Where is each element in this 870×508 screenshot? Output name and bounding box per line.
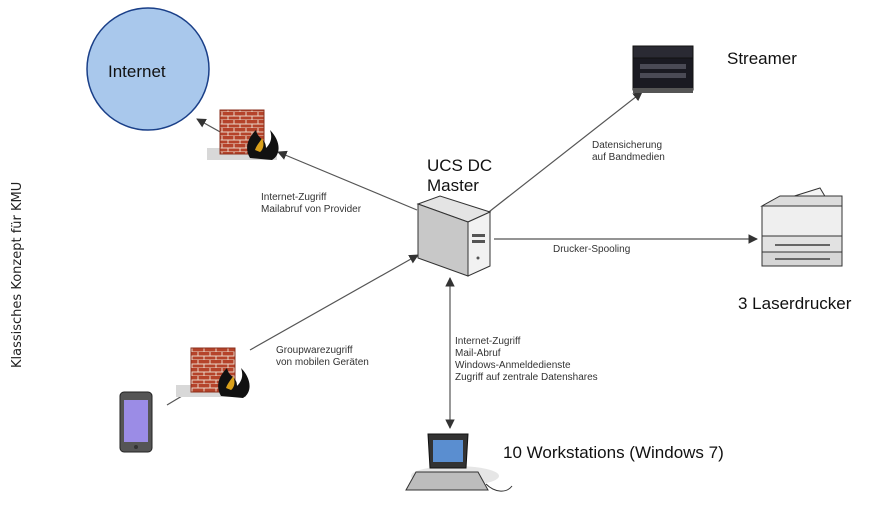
edge-server-firewall: [277, 150, 418, 211]
printers-label: 3 Laserdrucker: [738, 294, 852, 313]
firewall-icon-bottom: [176, 347, 250, 398]
printer-icon: [760, 187, 843, 267]
edge-label-mobile-line2: von mobilen Geräten: [276, 357, 369, 368]
edge-label-workstations-line4: Zugriff auf zentrale Datenshares: [455, 372, 598, 383]
server-icon: [416, 195, 492, 277]
phone-icon: [119, 391, 153, 453]
edge-label-mobile-line1: Groupwarezugriff: [276, 345, 353, 356]
workstations-label: 10 Workstations (Windows 7): [503, 443, 724, 462]
edge-label-workstations-line3: Windows-Anmeldedienste: [455, 360, 571, 371]
edge-label-workstations: Internet-Zugriff Mail-Abruf Windows-Anme…: [455, 336, 598, 384]
edge-label-internet-line2: Mailabruf von Provider: [261, 204, 362, 215]
edge-label-internet: Internet-Zugriff Mailabruf von Provider: [261, 192, 361, 216]
edge-label-streamer-line2: auf Bandmedien: [592, 152, 665, 163]
edge-label-mobile: Groupwarezugriff von mobilen Geräten: [276, 345, 369, 369]
server-label-line2: Master: [427, 176, 479, 195]
edge-label-streamer: Datensicherung auf Bandmedien: [592, 140, 665, 164]
edge-server-streamer: [484, 91, 643, 216]
internet-node: [86, 7, 210, 131]
edge-firewall2-server: [249, 254, 419, 351]
edge-label-workstations-line1: Internet-Zugriff: [455, 336, 521, 347]
edge-firewall-internet: [196, 118, 223, 134]
edge-label-workstations-line2: Mail-Abruf: [455, 348, 501, 359]
internet-label: Internet: [108, 62, 166, 81]
server-label-line1: UCS DC: [427, 156, 493, 175]
edge-label-internet-line1: Internet-Zugriff: [261, 192, 327, 203]
edge-label-streamer-line1: Datensicherung: [592, 140, 663, 151]
firewall-icon-top: [207, 109, 279, 160]
edge-label-printer: Drucker-Spooling: [553, 244, 631, 255]
workstation-icon: [405, 433, 513, 492]
streamer-icon: [632, 45, 694, 93]
streamer-label: Streamer: [727, 49, 797, 68]
